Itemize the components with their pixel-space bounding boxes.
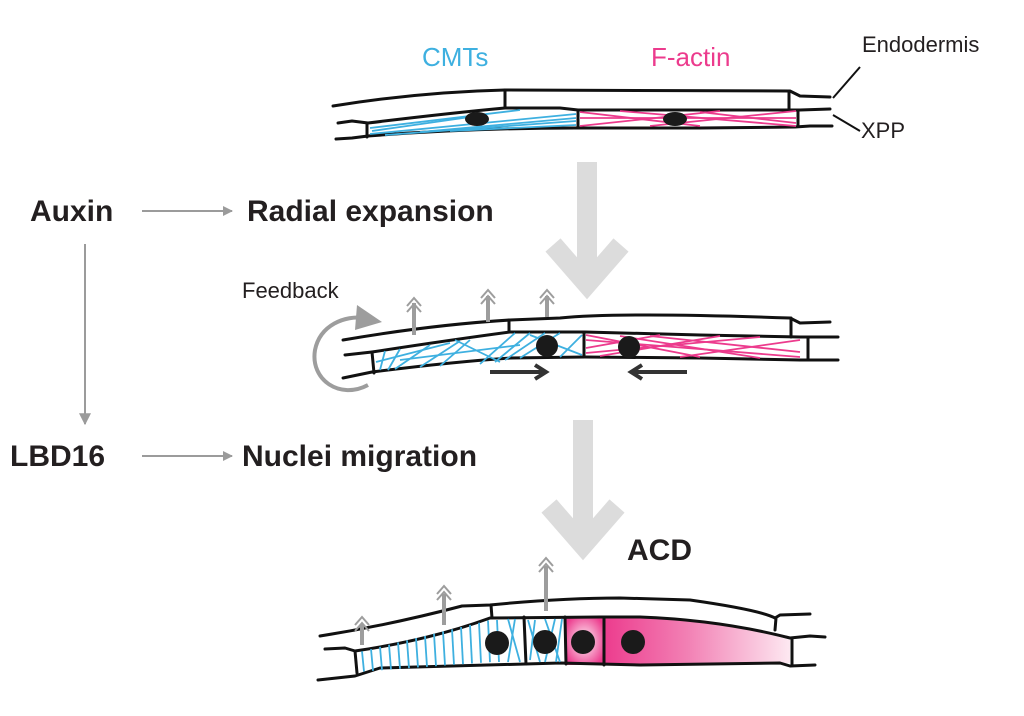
- endodermis-cross-wall-right: [773, 616, 778, 632]
- endodermis-label: Endodermis: [862, 32, 979, 57]
- auxin-label: Auxin: [30, 195, 113, 228]
- cmt-filament: [388, 644, 392, 670]
- acd-label: ACD: [627, 534, 692, 567]
- xpp-lower-wall: [316, 661, 817, 682]
- nucleus: [618, 336, 640, 358]
- cmt-filament: [442, 631, 446, 666]
- left-arrow-icon: [627, 363, 687, 381]
- up-arrow-icon: [354, 615, 370, 645]
- cmt-filament: [370, 649, 374, 671]
- endodermis-outer-wall: [341, 313, 832, 342]
- nucleus: [536, 335, 558, 357]
- stage-expansion-cells: [341, 313, 840, 380]
- big-down-arrow: [541, 420, 625, 561]
- expansion-arrows: [354, 556, 554, 645]
- stage-initial-cells: [331, 88, 834, 141]
- endodermis-cross-wall: [489, 603, 494, 620]
- cmt-filament: [379, 646, 383, 671]
- radial-expansion-label: Radial expansion: [247, 195, 494, 228]
- feedback-label: Feedback: [242, 278, 340, 303]
- factin-label: F-actin: [651, 42, 730, 72]
- division-wall: [563, 615, 568, 666]
- up-arrow-icon: [480, 288, 496, 322]
- xpp-upper-wall: [336, 106, 832, 125]
- cmt-filaments: [375, 332, 583, 371]
- xpp-left-wall: [353, 649, 359, 675]
- cmt-filament: [433, 633, 437, 667]
- up-arrow-icon: [539, 288, 555, 317]
- cmt-filament: [406, 640, 410, 669]
- cmt-filament: [451, 629, 455, 665]
- feedback-loop-arrow: [312, 305, 382, 392]
- xpp-left-wall: [370, 350, 376, 375]
- right-arrow-icon: [490, 363, 550, 381]
- cmt-filaments: [369, 109, 577, 136]
- cmt-filament: [424, 635, 428, 667]
- lbd16-label: LBD16: [10, 440, 105, 473]
- cmt-filament: [415, 638, 419, 668]
- nucleus: [571, 630, 595, 654]
- up-arrow-icon: [406, 296, 422, 335]
- big-down-arrow: [545, 162, 629, 300]
- up-arrow-icon: [436, 584, 452, 625]
- nucleus: [465, 112, 489, 126]
- xpp-lower-wall: [341, 355, 840, 380]
- up-arrow-icon: [538, 556, 554, 611]
- nucleus: [663, 112, 687, 126]
- factin-filaments: [579, 110, 797, 127]
- cmt-filament: [460, 627, 464, 665]
- cmt-filament: [361, 651, 365, 672]
- cmts-label: CMTs: [422, 42, 488, 72]
- stage-acd-cells: [316, 596, 827, 682]
- cmt-filament: [478, 622, 482, 663]
- endodermis-outer-wall: [331, 88, 832, 108]
- nucleus: [621, 630, 645, 654]
- xpp-upper-wall: [343, 330, 840, 357]
- nucleus: [485, 631, 509, 655]
- expansion-arrows: [406, 288, 555, 335]
- endodermis-pointer: [832, 66, 861, 99]
- nuclei-migration-arrows: [490, 363, 687, 381]
- xpp-label: XPP: [861, 118, 905, 143]
- cmt-filament: [469, 624, 473, 664]
- nucleus: [533, 630, 557, 654]
- cmt-filament: [397, 642, 401, 669]
- nuclei-migration-label: Nuclei migration: [242, 440, 477, 473]
- division-wall: [522, 615, 528, 666]
- endodermis-outer-wall: [318, 596, 812, 638]
- xpp-pointer: [832, 114, 861, 132]
